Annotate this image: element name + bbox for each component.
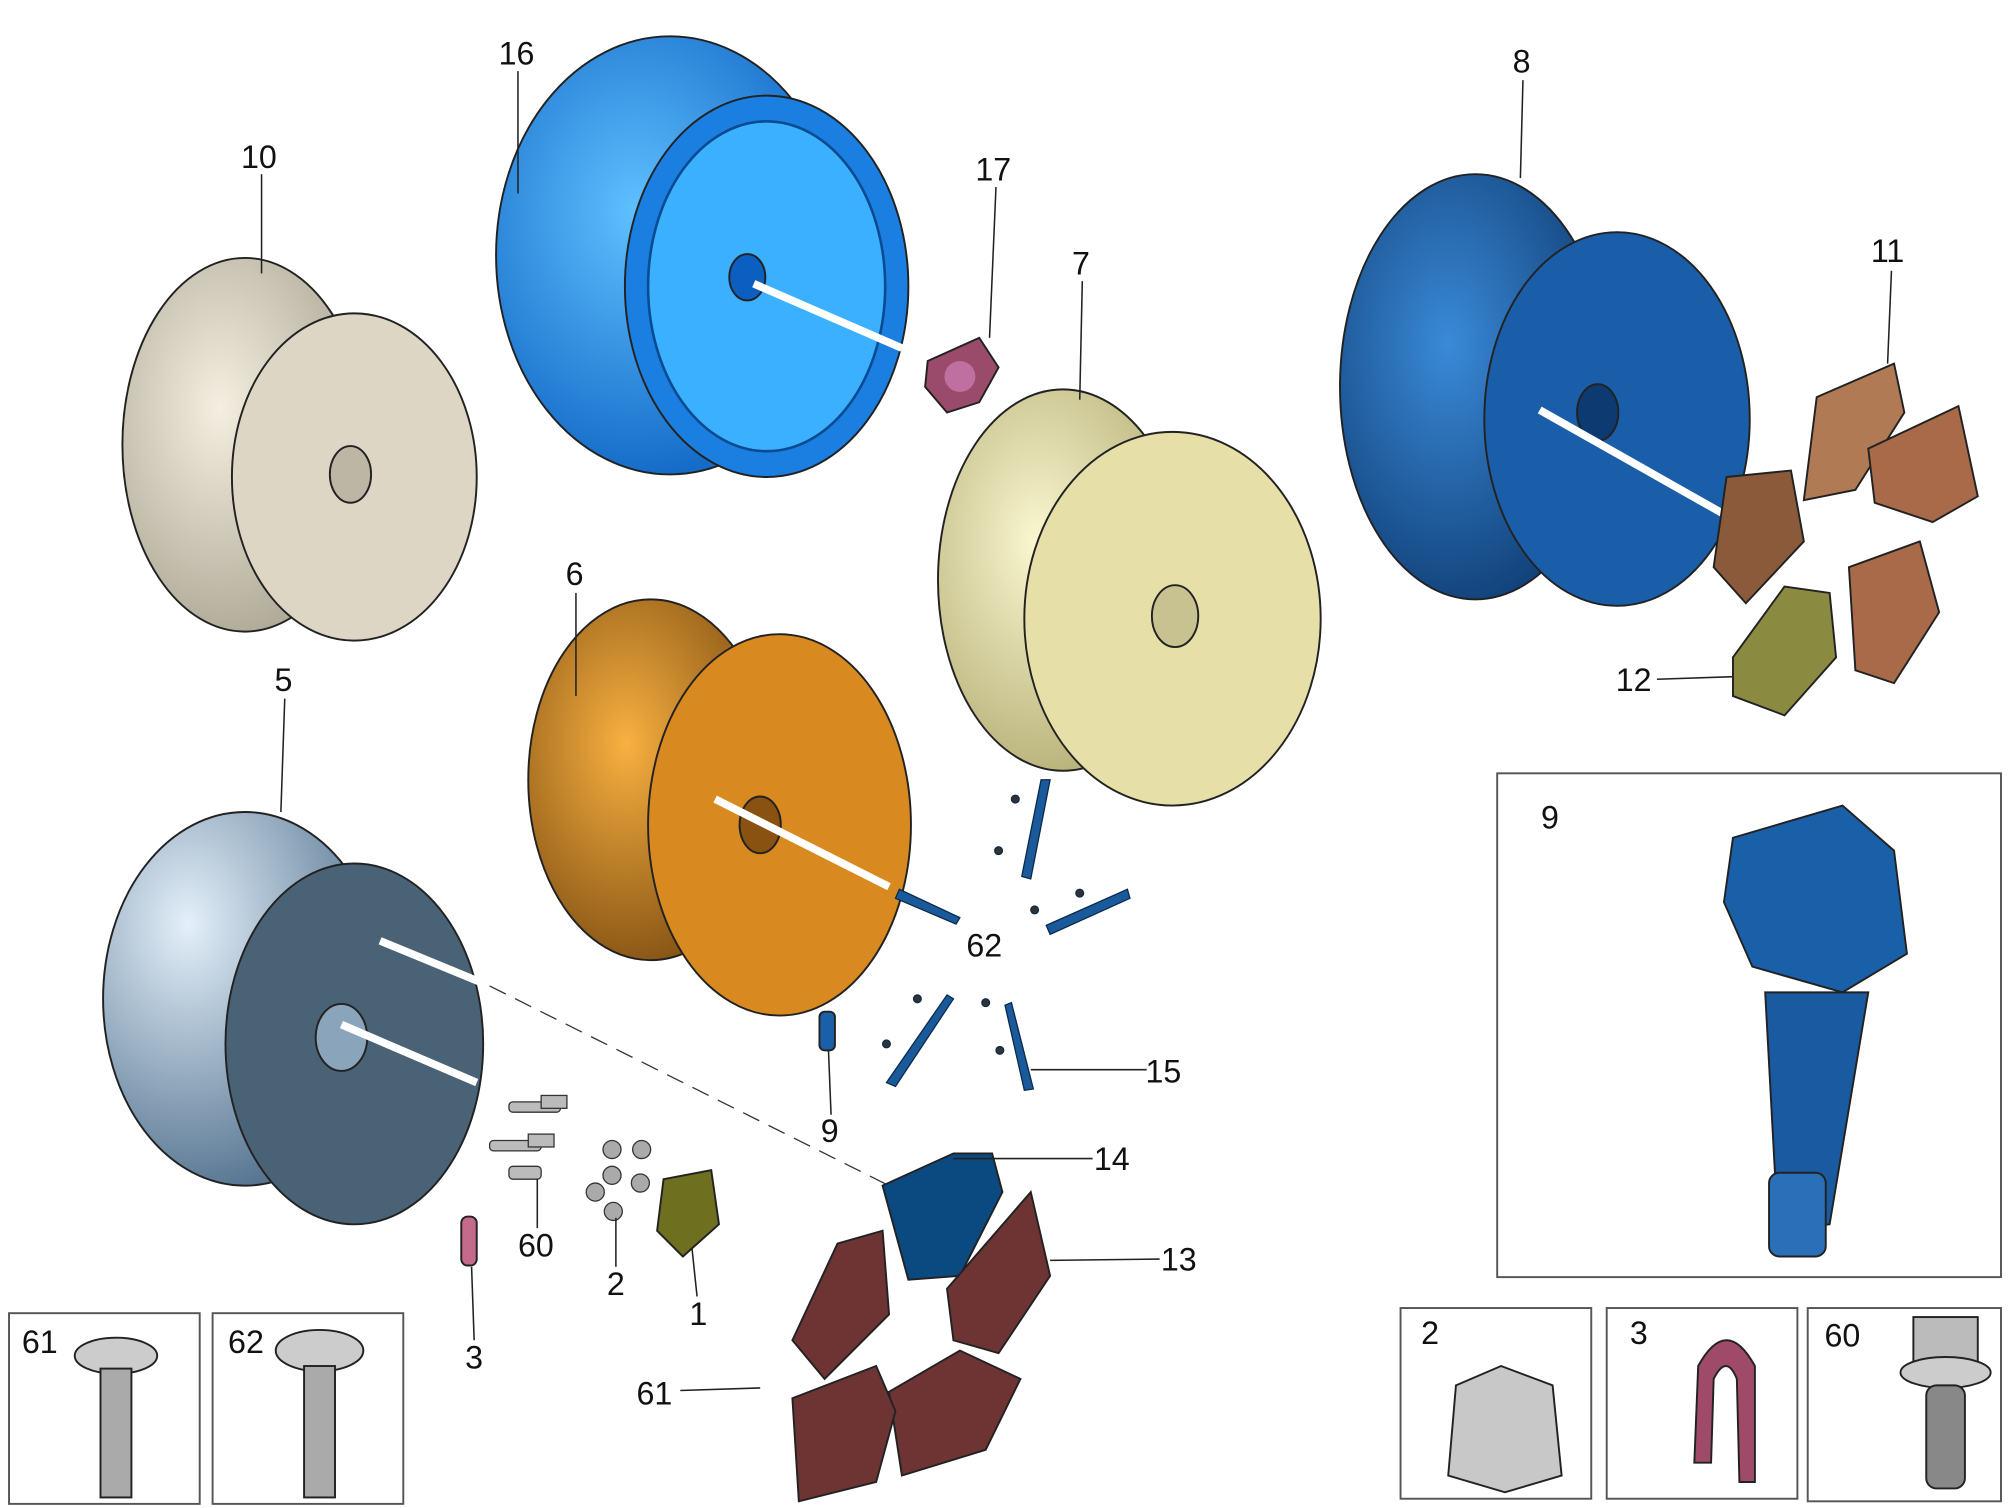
callout-61: 61 (637, 1376, 673, 1412)
trim-strips-15[interactable] (881, 779, 1131, 1092)
callout-3: 3 (465, 1340, 483, 1376)
part-1[interactable] (656, 1169, 720, 1258)
callout-16: 16 (499, 36, 535, 72)
inset-label-3: 3 (1630, 1315, 1648, 1351)
wheel-6[interactable] (527, 598, 912, 1017)
wheel-8[interactable] (1339, 173, 1751, 607)
callout-5: 5 (274, 662, 292, 698)
callout-9: 9 (821, 1113, 839, 1149)
callout-17: 17 (975, 152, 1011, 188)
aero-covers-13[interactable] (791, 1190, 1052, 1503)
center-cap-17[interactable] (924, 336, 1000, 414)
clip-3[interactable] (460, 1215, 478, 1267)
bolt-60-detail (1899, 1316, 1992, 1490)
screw-61-detail (73, 1336, 159, 1499)
wheel-7[interactable] (937, 388, 1322, 807)
aero-cover-14[interactable] (881, 1152, 1004, 1281)
inset-label-60: 60 (1824, 1318, 1860, 1354)
wheel-5[interactable] (102, 811, 890, 1226)
callout-12: 12 (1616, 662, 1652, 698)
callout-11: 11 (1871, 233, 1904, 269)
wheel-16[interactable] (495, 35, 910, 478)
inset-label-2: 2 (1421, 1315, 1439, 1351)
leader-lines (260, 71, 1893, 1392)
tpms-sensor-9[interactable] (818, 1010, 836, 1052)
bolt-cap-2-detail (1447, 1364, 1563, 1494)
wheel-10[interactable] (121, 256, 478, 642)
callouts: 16 10 17 7 8 11 12 6 5 9 62 15 9 14 13 6… (22, 36, 1904, 1412)
callout-7: 7 (1072, 246, 1090, 282)
callout-15: 15 (1145, 1054, 1181, 1090)
callout-8: 8 (1513, 43, 1531, 79)
wheel-bolts-60[interactable] (488, 1094, 568, 1180)
aero-covers-11[interactable] (1712, 362, 1979, 685)
callout-9-inset: 9 (1541, 800, 1559, 836)
callout-13: 13 (1161, 1242, 1197, 1278)
callout-60: 60 (518, 1228, 554, 1264)
callout-14: 14 (1094, 1141, 1130, 1177)
clip-3-detail (1693, 1339, 1756, 1483)
inset-label-62: 62 (228, 1324, 264, 1360)
screw-62-detail (274, 1328, 365, 1499)
callout-6: 6 (566, 556, 584, 592)
callout-10: 10 (241, 139, 277, 175)
callout-62: 62 (966, 927, 1002, 963)
bolt-caps-2[interactable] (585, 1139, 652, 1222)
aero-cover-12[interactable] (1732, 585, 1838, 717)
inset-label-61: 61 (22, 1324, 58, 1360)
callout-2: 2 (607, 1266, 625, 1302)
callout-1: 1 (689, 1296, 707, 1332)
tpms-sensor-9-detail (1722, 804, 1908, 1258)
